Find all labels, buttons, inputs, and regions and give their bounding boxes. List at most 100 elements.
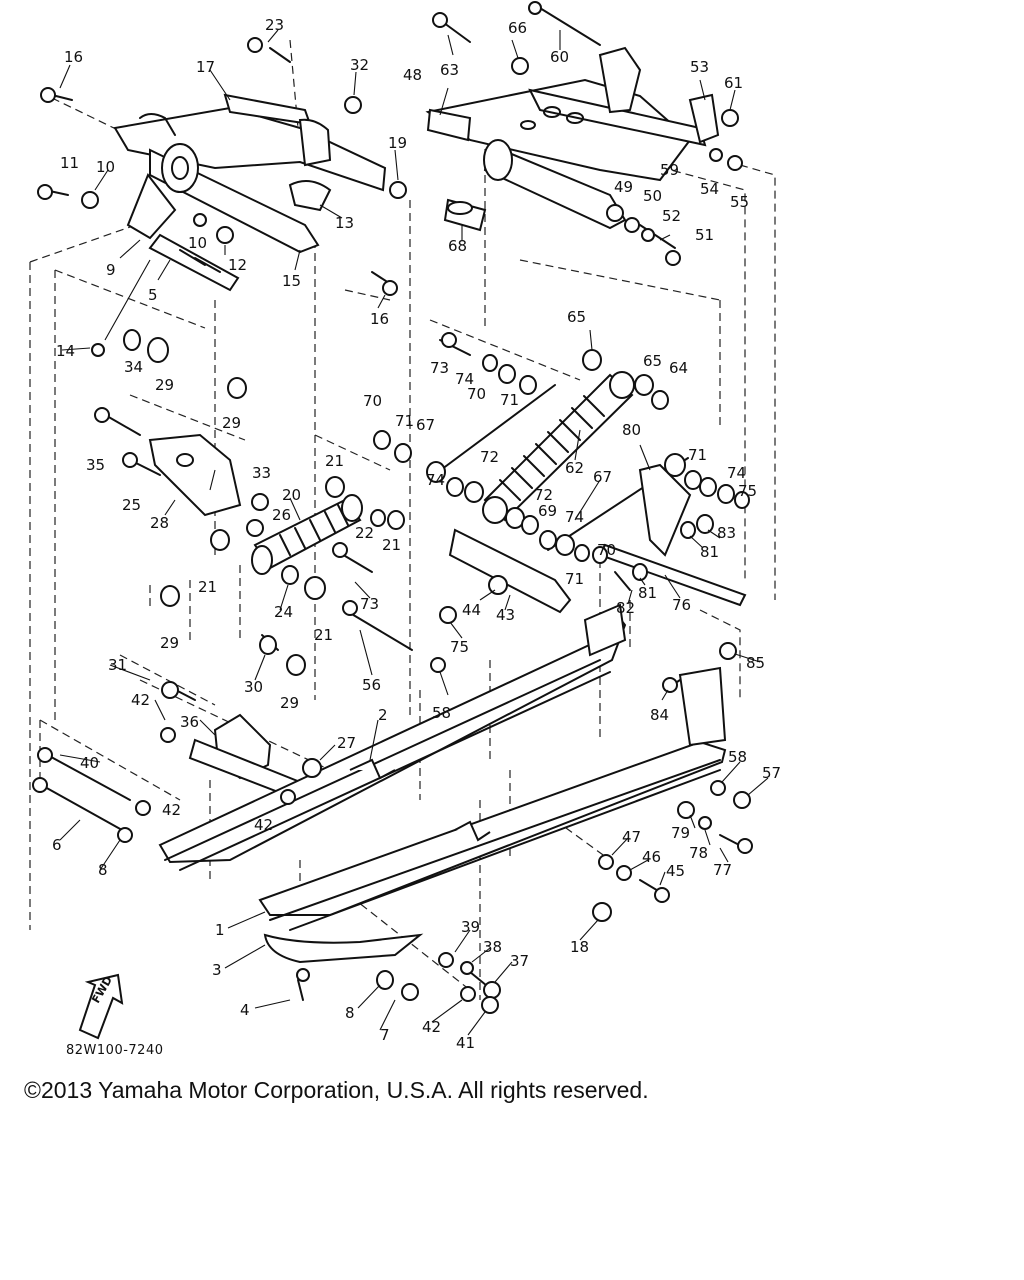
part-callout-3: 3 bbox=[212, 961, 222, 979]
part-callout-23: 23 bbox=[265, 16, 284, 34]
drawing-code: 82W100-7240 bbox=[66, 1043, 164, 1058]
part-callout-22: 22 bbox=[355, 524, 374, 542]
part-callout-81: 81 bbox=[700, 543, 719, 561]
fwd-arrow-icon: FWD bbox=[78, 973, 124, 1040]
part-callout-35: 35 bbox=[86, 456, 105, 474]
part-callout-9: 9 bbox=[106, 261, 116, 279]
part-callout-34: 34 bbox=[124, 358, 143, 376]
part-callout-70: 70 bbox=[363, 392, 382, 410]
part-callout-53: 53 bbox=[690, 58, 709, 76]
part-callout-33: 33 bbox=[252, 464, 271, 482]
part-callout-26: 26 bbox=[272, 506, 291, 524]
part-callout-83: 83 bbox=[717, 524, 736, 542]
part-callout-36: 36 bbox=[180, 713, 199, 731]
part-callout-64: 64 bbox=[669, 359, 688, 377]
part-callout-71: 71 bbox=[565, 570, 584, 588]
part-callout-58: 58 bbox=[432, 704, 451, 722]
part-callout-13: 13 bbox=[335, 214, 354, 232]
part-callout-67: 67 bbox=[593, 468, 612, 486]
part-callout-20: 20 bbox=[282, 486, 301, 504]
part-callout-5: 5 bbox=[148, 286, 158, 304]
part-callout-24: 24 bbox=[274, 603, 293, 621]
part-callout-21: 21 bbox=[198, 578, 217, 596]
part-callout-74: 74 bbox=[455, 370, 474, 388]
part-callout-70: 70 bbox=[597, 541, 616, 559]
part-callout-43: 43 bbox=[496, 606, 515, 624]
part-callout-28: 28 bbox=[150, 514, 169, 532]
part-callout-84: 84 bbox=[650, 706, 669, 724]
part-callout-42: 42 bbox=[162, 801, 181, 819]
part-callout-1: 1 bbox=[215, 921, 225, 939]
part-callout-61: 61 bbox=[724, 74, 743, 92]
brackets bbox=[148, 433, 747, 807]
part-callout-75: 75 bbox=[450, 638, 469, 656]
part-callout-74: 74 bbox=[565, 508, 584, 526]
part-callout-42: 42 bbox=[131, 691, 150, 709]
hardware-items bbox=[32, 1, 753, 1014]
part-callout-51: 51 bbox=[695, 226, 714, 244]
part-callout-47: 47 bbox=[622, 828, 641, 846]
part-callout-6: 6 bbox=[52, 836, 62, 854]
part-callout-71: 71 bbox=[688, 446, 707, 464]
part-callout-72: 72 bbox=[480, 448, 499, 466]
part-callout-71: 71 bbox=[500, 391, 519, 409]
part-callout-62: 62 bbox=[565, 459, 584, 477]
part-callout-16: 16 bbox=[64, 48, 83, 66]
part-callout-65: 65 bbox=[567, 308, 586, 326]
part-callout-71: 71 bbox=[395, 412, 414, 430]
part-callout-19: 19 bbox=[388, 134, 407, 152]
part-callout-18: 18 bbox=[570, 938, 589, 956]
part-callout-70: 70 bbox=[467, 385, 486, 403]
part-callout-4: 4 bbox=[240, 1001, 250, 1019]
part-callout-41: 41 bbox=[456, 1034, 475, 1052]
shock-absorber-62 bbox=[482, 371, 635, 524]
part-callout-79: 79 bbox=[671, 824, 690, 842]
part-callout-69: 69 bbox=[538, 502, 557, 520]
part-callout-38: 38 bbox=[483, 938, 502, 956]
rear-suspension-arm bbox=[425, 46, 720, 232]
part-callout-29: 29 bbox=[222, 414, 241, 432]
part-callout-44: 44 bbox=[462, 601, 481, 619]
part-callout-73: 73 bbox=[430, 359, 449, 377]
part-callout-21: 21 bbox=[325, 452, 344, 470]
part-callout-54: 54 bbox=[700, 180, 719, 198]
part-callout-65: 65 bbox=[643, 352, 662, 370]
part-callout-68: 68 bbox=[448, 237, 467, 255]
part-callout-17: 17 bbox=[196, 58, 215, 76]
part-callout-75: 75 bbox=[738, 482, 757, 500]
part-callout-7: 7 bbox=[380, 1026, 390, 1044]
part-callout-8: 8 bbox=[345, 1004, 355, 1022]
part-callout-60: 60 bbox=[550, 48, 569, 66]
part-callout-37: 37 bbox=[510, 952, 529, 970]
part-callout-29: 29 bbox=[280, 694, 299, 712]
part-callout-74: 74 bbox=[426, 471, 445, 489]
part-callout-72: 72 bbox=[534, 486, 553, 504]
part-callout-14: 14 bbox=[56, 342, 75, 360]
part-callout-21: 21 bbox=[382, 536, 401, 554]
part-callout-66: 66 bbox=[508, 19, 527, 37]
part-callout-58: 58 bbox=[728, 748, 747, 766]
part-callout-73: 73 bbox=[360, 595, 379, 613]
part-callout-78: 78 bbox=[689, 844, 708, 862]
part-callout-27: 27 bbox=[337, 734, 356, 752]
part-callout-32: 32 bbox=[350, 56, 369, 74]
slide-rails bbox=[158, 603, 727, 964]
part-callout-76: 76 bbox=[672, 596, 691, 614]
part-callout-45: 45 bbox=[666, 862, 685, 880]
part-callout-50: 50 bbox=[643, 187, 662, 205]
part-callout-67: 67 bbox=[416, 416, 435, 434]
callout-leaders bbox=[59, 29, 769, 1036]
part-callout-77: 77 bbox=[713, 861, 732, 879]
part-callout-11: 11 bbox=[60, 154, 79, 172]
part-callout-21: 21 bbox=[314, 626, 333, 644]
part-callout-10: 10 bbox=[188, 234, 207, 252]
part-callout-63: 63 bbox=[440, 61, 459, 79]
shock-absorber-20 bbox=[251, 494, 363, 575]
part-callout-25: 25 bbox=[122, 496, 141, 514]
part-callout-49: 49 bbox=[614, 178, 633, 196]
front-suspension-arm bbox=[113, 93, 387, 292]
parts-diagram: FWD bbox=[29, 1, 781, 1052]
part-callout-42: 42 bbox=[254, 816, 273, 834]
part-callout-12: 12 bbox=[228, 256, 247, 274]
part-callout-52: 52 bbox=[662, 207, 681, 225]
